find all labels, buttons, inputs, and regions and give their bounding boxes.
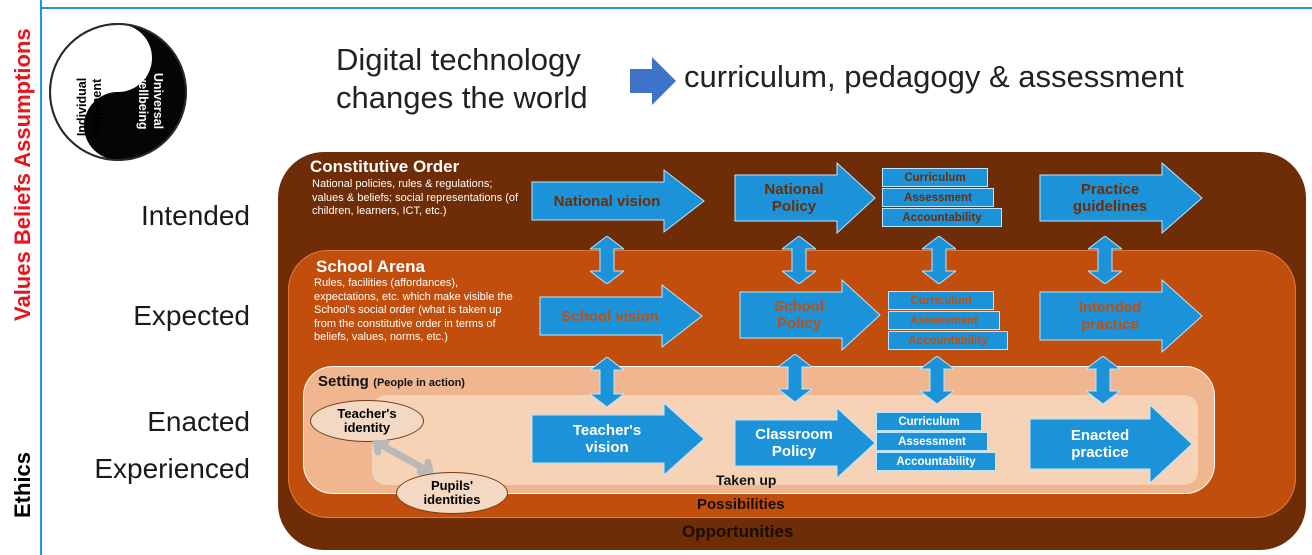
double-arrow-icon	[920, 235, 958, 289]
top-divider-line	[40, 7, 1312, 9]
national-vision-label: National vision	[553, 192, 661, 210]
level-intended: Intended	[141, 200, 250, 231]
school-arena-title: School Arena	[316, 257, 425, 276]
constitutive-order-desc: National policies, rules & regulations; …	[312, 178, 519, 217]
enacted-practice-label: Enacted practice	[1070, 427, 1130, 461]
national-accountability-item: Accountability	[882, 208, 1002, 227]
national-policy-label: National Policy	[764, 181, 824, 215]
values-side-label: Values Beliefs Assumptions	[10, 28, 35, 322]
universal-wellbeing-label: Universal wellbeing	[136, 72, 165, 130]
yin-yang-icon	[48, 22, 188, 162]
practice-guidelines-label: Practice guidelines	[1072, 181, 1148, 215]
teachers-vision-arrow	[531, 401, 705, 477]
national-policy-arrow	[734, 161, 876, 235]
school-accountability-item: Accountability	[888, 331, 1008, 350]
double-arrow-icon	[588, 235, 626, 289]
identity-link-arrow-icon	[372, 438, 442, 489]
header-left-text: Digital technology changes the world	[336, 42, 588, 115]
double-arrow-icon	[918, 355, 956, 409]
double-arrow-icon	[1086, 235, 1124, 289]
school-assessment-item: Assessment	[888, 311, 1000, 330]
school-arena-desc: Rules, facilities (affordances), expecta…	[314, 277, 513, 343]
double-arrow-icon	[588, 356, 626, 412]
classroom-policy-arrow	[734, 406, 876, 480]
classroom-accountability-item: Accountability	[876, 452, 996, 471]
practice-guidelines-arrow	[1039, 161, 1203, 235]
header-right-text: curriculum, pedagogy & assessment	[684, 59, 1184, 94]
school-policy-arrow	[739, 278, 881, 352]
national-vision-arrow	[531, 168, 705, 234]
pupils-identities-ellipse: Pupils' identities	[396, 472, 508, 514]
teachers-vision-label: Teacher's vision	[572, 422, 642, 456]
intended-practice-arrow	[1039, 278, 1203, 354]
level-enacted: Enacted	[147, 406, 250, 437]
classroom-policy-label: Classroom Policy	[755, 426, 833, 460]
level-expected: Expected	[133, 300, 250, 331]
possibilities-label: Possibilities	[697, 496, 785, 513]
classroom-assessment-item: Assessment	[876, 432, 988, 451]
level-experienced: Experienced	[94, 453, 250, 484]
school-curriculum-item: Curriculum	[888, 291, 994, 310]
double-arrow-icon	[780, 235, 818, 289]
school-vision-label: School vision	[561, 307, 659, 325]
national-assessment-item: Assessment	[882, 188, 994, 207]
setting-title: Setting (People in action)	[318, 373, 465, 390]
teacher-identity-ellipse: Teacher's identity	[310, 400, 424, 442]
individual-fulfilment-label: Individual fulfilment	[75, 77, 104, 137]
school-vision-arrow	[539, 283, 703, 349]
taken-up-label: Taken up	[716, 472, 777, 488]
school-policy-label: School Policy	[773, 298, 824, 332]
double-arrow-icon	[776, 353, 814, 407]
classroom-curriculum-item: Curriculum	[876, 412, 982, 431]
national-curriculum-item: Curriculum	[882, 168, 988, 187]
double-arrow-icon	[1084, 355, 1122, 409]
left-divider-line	[40, 0, 42, 555]
pupils-identities-label: Pupils' identities	[423, 478, 481, 507]
intended-practice-label: Intended practice	[1078, 299, 1142, 333]
opportunities-label: Opportunities	[682, 522, 794, 541]
header-arrow-icon	[630, 57, 676, 110]
constitutive-order-title: Constitutive Order	[310, 157, 460, 176]
teacher-identity-label: Teacher's identity	[337, 406, 397, 435]
enacted-practice-arrow	[1029, 403, 1193, 485]
